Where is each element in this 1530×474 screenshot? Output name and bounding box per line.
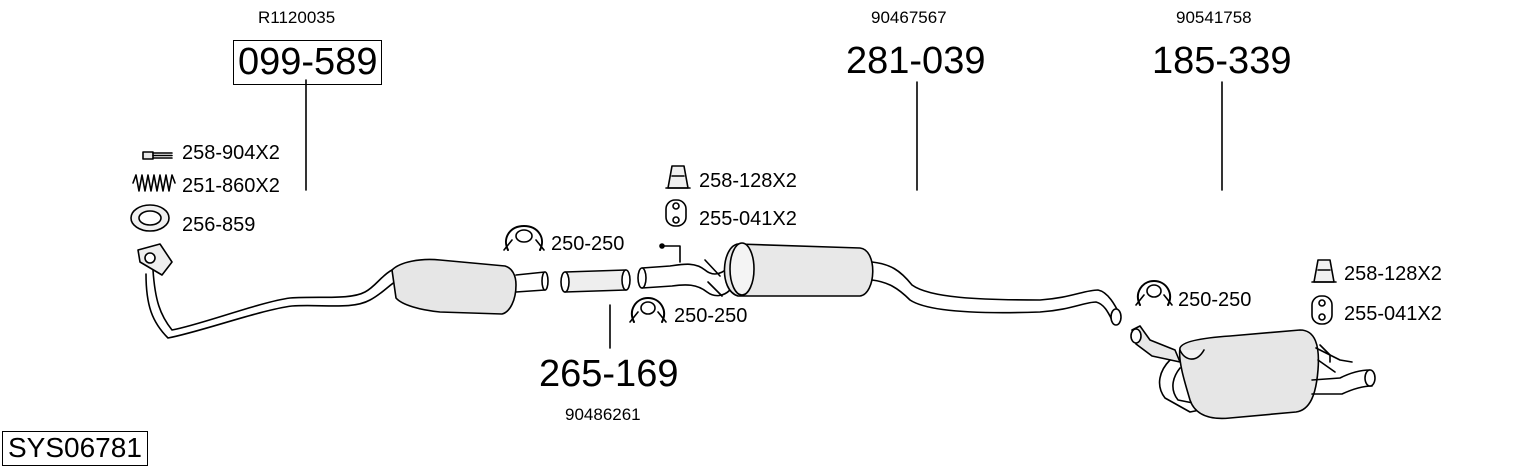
- connecting-pipe-part: [560, 269, 631, 293]
- oem-rear-silencer: 90541758: [1176, 8, 1252, 27]
- clamp-icon-3: [1135, 280, 1173, 306]
- bracket-icon-1: [665, 165, 691, 189]
- part-bracket-2[interactable]: 258-128X2: [1344, 263, 1442, 285]
- spring-icon: [132, 174, 176, 192]
- oem-center-silencer: 90467567: [871, 8, 947, 27]
- part-center-silencer[interactable]: 281-039: [846, 40, 986, 82]
- part-rubber-2[interactable]: 255-041X2: [1344, 303, 1442, 325]
- part-clamp-1[interactable]: 250-250: [551, 233, 625, 255]
- center-silencer-part: [637, 242, 1122, 326]
- part-clamp-3[interactable]: 250-250: [1178, 289, 1252, 311]
- part-spring[interactable]: 251-860X2: [182, 175, 280, 197]
- part-clamp-2[interactable]: 250-250: [674, 305, 748, 327]
- catalytic-converter: [391, 258, 549, 315]
- clamp-icon-1: [503, 225, 545, 251]
- system-code: SYS06781: [2, 431, 148, 466]
- part-rear-silencer[interactable]: 185-339: [1152, 40, 1292, 82]
- part-bolt[interactable]: 258-904X2: [182, 142, 280, 164]
- part-front-pipe[interactable]: 099-589: [233, 40, 383, 85]
- rubber-hanger-icon-1: [665, 199, 687, 227]
- gasket-icon: [130, 204, 170, 232]
- rubber-hanger-icon-2: [1311, 295, 1333, 325]
- oem-front-pipe: R1120035: [258, 8, 336, 27]
- part-bracket-1[interactable]: 258-128X2: [699, 170, 797, 192]
- rear-silencer-part: [1130, 325, 1376, 420]
- oem-connecting-pipe: 90486261: [565, 405, 641, 424]
- part-rubber-1[interactable]: 255-041X2: [699, 208, 797, 230]
- clamp-icon-2: [629, 297, 667, 323]
- bracket-icon-2: [1311, 259, 1337, 283]
- part-gasket[interactable]: 256-859: [182, 214, 256, 236]
- front-pipe-part: [137, 243, 399, 339]
- bolt-icon: [142, 151, 173, 160]
- part-connecting-pipe[interactable]: 265-169: [539, 353, 679, 395]
